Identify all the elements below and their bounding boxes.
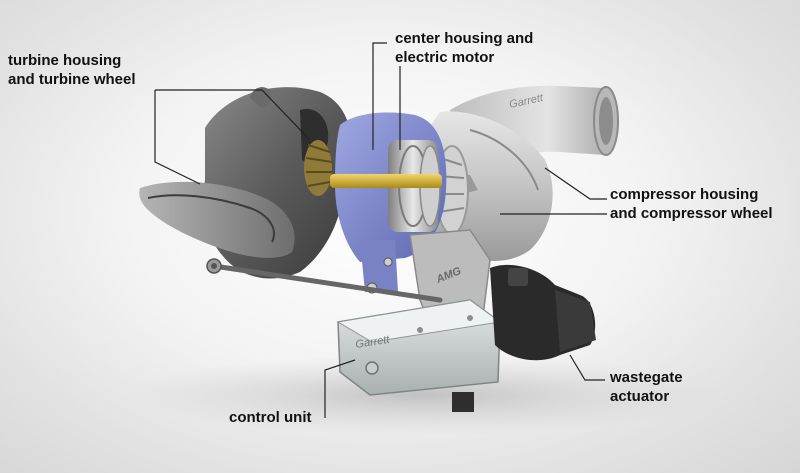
label-compressor-line2: and compressor wheel (610, 205, 773, 222)
label-turbine-line1: turbine housing (8, 52, 122, 69)
label-control-line1: control unit (229, 409, 312, 426)
leader-line-compressor-housing (544, 167, 607, 200)
leader-line-turbine (154, 90, 201, 185)
leader-line-wastegate (569, 354, 605, 381)
label-turbine-housing-and-wheel: turbine housing and turbine wheel (8, 51, 136, 89)
label-compressor-line1: compressor housing (610, 186, 759, 203)
label-center-line2: electric motor (395, 49, 495, 66)
leader-line-turbine-wheel (155, 89, 311, 141)
leader-line-center (372, 42, 387, 150)
leader-line-control (324, 359, 356, 418)
label-turbine-line2: and turbine wheel (8, 71, 136, 88)
turbine-housing (139, 87, 352, 279)
floor-shadow (120, 355, 720, 435)
label-wastegate-line2: actuator (610, 388, 670, 405)
label-center-line1: center housing and (395, 30, 534, 47)
control-unit-garrett-logo: Garrett (355, 334, 392, 351)
shaft (330, 174, 442, 188)
label-control-unit: control unit (229, 408, 312, 427)
label-center-housing-and-motor: center housing and electric motor (395, 29, 533, 67)
wastegate-actuator (490, 264, 596, 361)
leader-lines (154, 42, 607, 418)
control-unit: Garrett (336, 299, 502, 412)
label-wastegate-line1: wastegate (610, 369, 683, 386)
label-wastegate-actuator: wastegate actuator (610, 368, 683, 406)
label-compressor-housing-and-wheel: compressor housing and compressor wheel (610, 185, 773, 223)
turbine-wheel (304, 140, 333, 196)
wastegate-linkage (206, 258, 443, 303)
